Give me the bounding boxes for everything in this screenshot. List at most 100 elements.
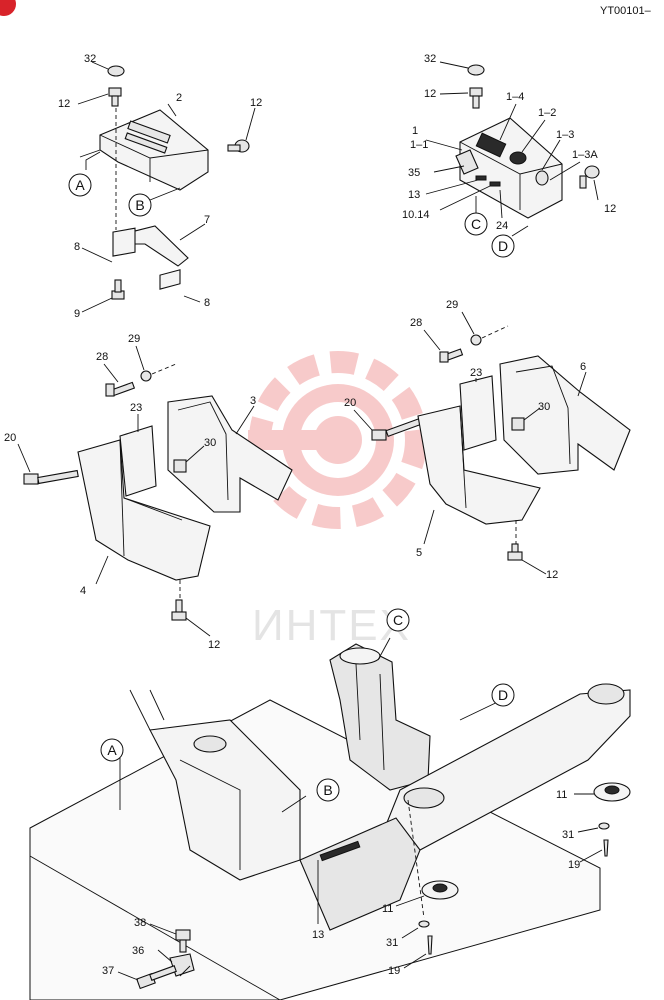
label-1-3: 1–3: [556, 129, 574, 141]
label-32: 32: [84, 53, 96, 65]
label-1: 1: [412, 125, 418, 137]
washer-29-right: [470, 334, 482, 346]
ref-circle-b-bottom: B: [316, 778, 340, 802]
label-28: 28: [96, 351, 108, 363]
label-12: 12: [250, 97, 262, 109]
ref-circle-d-top: D: [491, 234, 515, 258]
bolt-12: [108, 87, 122, 107]
label-6: 6: [580, 361, 586, 373]
bolt-20: [23, 469, 79, 485]
watermark-gear-icon: [248, 351, 427, 529]
label-11: 11: [382, 903, 393, 915]
label-8: 8: [74, 241, 80, 253]
label-9: 9: [74, 308, 80, 320]
svg-text:D: D: [498, 687, 508, 703]
bolt-19-center: [427, 935, 433, 955]
label-36: 36: [132, 945, 144, 957]
bolt-30-right: [511, 417, 525, 431]
mount-11-center: [421, 880, 459, 900]
ref-circle-c-top: C: [464, 212, 488, 236]
mid-left-assembly: [17, 345, 293, 637]
ref-circle-a-top: A: [68, 173, 92, 197]
label-3: 3: [250, 395, 256, 407]
label-19: 19: [388, 965, 400, 977]
label-23: 23: [130, 402, 142, 414]
page-code: YT00101–: [600, 5, 652, 17]
cap-32-right: [467, 64, 485, 76]
ref-circle-c-bottom: C: [386, 608, 410, 632]
ref-circle-b-top: B: [128, 193, 152, 217]
top-right-assembly: [425, 61, 600, 237]
top-left-assembly: [77, 61, 256, 313]
corner-badge: [0, 0, 16, 16]
label-32: 32: [424, 53, 436, 65]
label-12: 12: [546, 569, 558, 581]
label-28: 28: [410, 317, 422, 329]
cover-3: [167, 395, 293, 513]
label-11: 11: [556, 789, 567, 801]
lower-tunnel: [299, 817, 421, 931]
plate-8-lower: [159, 269, 181, 290]
cover-6: [499, 355, 631, 475]
bolt-12-right: [227, 139, 250, 153]
label-1-2: 1–2: [538, 107, 556, 119]
bolt-28-right: [439, 348, 464, 363]
label-23: 23: [470, 367, 482, 379]
left-frame: [149, 719, 301, 881]
label-13: 13: [312, 929, 324, 941]
bolt-12-panel: [579, 165, 600, 189]
label-13: 13: [408, 189, 420, 201]
label-2: 2: [176, 92, 182, 104]
label-30: 30: [538, 401, 550, 413]
svg-text:B: B: [135, 197, 144, 213]
label-8: 8: [204, 297, 210, 309]
panel-23-right: [459, 375, 497, 451]
svg-text:A: A: [75, 177, 85, 193]
label-19: 19: [568, 859, 580, 871]
bolt-9: [111, 279, 125, 300]
label-12: 12: [208, 639, 220, 651]
bolt-12-top-right: [469, 87, 483, 109]
label-12: 12: [58, 98, 70, 110]
cap-32: [107, 65, 125, 77]
label-35: 35: [408, 167, 420, 179]
mid-right-assembly: [353, 311, 631, 575]
svg-text:D: D: [498, 238, 508, 254]
label-24: 24: [496, 220, 508, 232]
label-20: 20: [4, 432, 16, 444]
label-4: 4: [80, 585, 86, 597]
cover-4: [77, 439, 211, 581]
svg-text:C: C: [471, 216, 481, 232]
label-20: 20: [344, 397, 356, 409]
label-29: 29: [446, 299, 458, 311]
cab-floor: [29, 699, 601, 1000]
svg-text:B: B: [323, 782, 332, 798]
ref-circle-a-bottom: A: [100, 738, 124, 762]
label-12: 12: [604, 203, 616, 215]
label-29: 29: [128, 333, 140, 345]
bolt-37: [136, 965, 177, 990]
label-1-4: 1–4: [506, 91, 524, 103]
bolt-28: [105, 381, 136, 397]
label-31: 31: [562, 829, 574, 841]
label-10-14: 10.14: [402, 209, 430, 221]
bottom-frame-assembly: [29, 637, 631, 1000]
plate-8: [112, 227, 136, 257]
label-37: 37: [102, 965, 114, 977]
ref-circle-d-bottom: D: [491, 683, 515, 707]
watermark: ИНТЕХ: [248, 351, 427, 650]
bolt-12-mid-left: [171, 599, 187, 621]
washer-29: [140, 370, 152, 382]
label-38: 38: [134, 917, 146, 929]
label-30: 30: [204, 437, 216, 449]
washer-31-right: [598, 822, 610, 830]
label-1-3a: 1–3A: [572, 149, 598, 161]
label-5: 5: [416, 547, 422, 559]
bolt-30: [173, 459, 187, 473]
bolt-12-mid-right: [507, 543, 523, 561]
watermark-text: ИНТЕХ: [252, 601, 411, 650]
cover-2: [99, 109, 209, 191]
svg-text:A: A: [107, 742, 117, 758]
label-1-1: 1–1: [410, 139, 428, 151]
